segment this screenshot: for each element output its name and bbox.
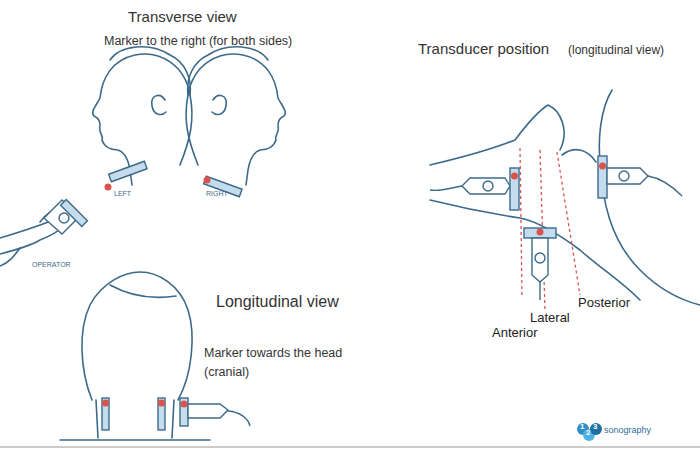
- instruction-note: Marker towards the head (cranial): [204, 344, 374, 382]
- probe-body: [607, 168, 648, 184]
- marker-dot: [511, 173, 518, 180]
- transducer-face: [524, 228, 556, 238]
- cable-outline: [0, 248, 20, 266]
- transducer-face: [180, 398, 188, 426]
- clavicle-outline: [430, 200, 640, 300]
- jaw-outline: [430, 105, 564, 165]
- marker-dot: [537, 229, 544, 236]
- transducer-face: [598, 156, 607, 198]
- neck-back-outline: [599, 90, 700, 305]
- head-outline: [186, 54, 285, 185]
- logo-digit: 1: [580, 423, 584, 431]
- marker-dot: [105, 184, 112, 191]
- probe-body: [188, 404, 228, 418]
- probe-body: [462, 178, 510, 194]
- hair-outline: [188, 47, 268, 95]
- side-label: LEFT: [114, 190, 131, 199]
- logo-digit: 2: [586, 429, 590, 437]
- hair-outline: [110, 47, 190, 95]
- shoulder-line: [60, 439, 210, 441]
- anterior-guide: [520, 148, 522, 298]
- guide-lines: [520, 148, 580, 310]
- probe-cable: [539, 282, 540, 300]
- posterior-guide: [557, 152, 580, 295]
- logo-digit: 3: [593, 423, 597, 431]
- section-subheading: (longitudinal view): [568, 43, 664, 58]
- side-label: RIGHT: [206, 190, 228, 199]
- probe-cable: [228, 411, 250, 426]
- ear-outline: [562, 150, 596, 162]
- probe-cable: [430, 186, 462, 191]
- probe-body: [532, 238, 548, 282]
- section-heading: Transverse view: [128, 8, 237, 27]
- transducers: [44, 156, 682, 430]
- position-label: Anterior: [492, 325, 538, 341]
- outline-group: [0, 47, 700, 440]
- instruction-note: Marker to the right (for both sides): [104, 34, 292, 50]
- transducer-face: [158, 398, 165, 430]
- ear-outline: [212, 95, 226, 114]
- position-label: Posterior: [578, 295, 630, 311]
- head-outline: [93, 54, 192, 185]
- probe-button: [535, 253, 545, 263]
- section-heading: Longitudinal view: [216, 292, 339, 312]
- footer-rule: [0, 447, 700, 448]
- section-heading: Transducer position: [418, 40, 549, 59]
- position-label: Lateral: [530, 310, 570, 326]
- operator-label: OPERATOR: [32, 261, 71, 270]
- probe-button: [619, 171, 629, 181]
- hair-outline: [110, 285, 176, 298]
- ear-outline: [152, 95, 166, 114]
- probe-button: [483, 181, 493, 191]
- transducer-face: [109, 161, 147, 182]
- marker-dot: [181, 401, 188, 408]
- probe-button: [59, 213, 69, 223]
- transducer-face: [510, 168, 519, 210]
- logo-text: sonography: [604, 425, 651, 436]
- marker-dot: [158, 400, 165, 407]
- transducer-face: [61, 200, 88, 227]
- marker-dot: [204, 177, 211, 184]
- logo-circle: [590, 423, 602, 435]
- head-outline: [82, 272, 192, 400]
- marker-dot: [102, 400, 109, 407]
- transducer-face: [102, 398, 109, 430]
- marker-dot: [599, 163, 606, 170]
- probe-cable: [648, 176, 682, 196]
